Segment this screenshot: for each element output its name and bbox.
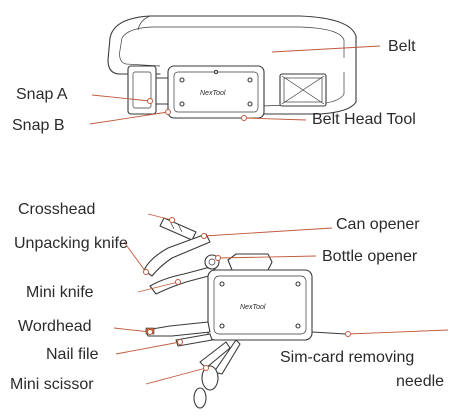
label-nail-file: Nail file bbox=[46, 346, 99, 363]
belt-brand-text: NexTool bbox=[200, 90, 226, 97]
label-unpacking-knife: Unpacking knife bbox=[14, 235, 128, 252]
label-sim-card-line2: needle bbox=[396, 373, 444, 390]
label-sim-card-line1: Sim-card removing bbox=[280, 349, 414, 366]
tool-illustration bbox=[143, 217, 347, 409]
label-crosshead: Crosshead bbox=[18, 201, 95, 218]
label-can-opener: Can opener bbox=[336, 216, 420, 233]
tool-leaders bbox=[113, 213, 449, 385]
label-belt-head-tool: Belt Head Tool bbox=[312, 111, 416, 128]
label-mini-knife: Mini knife bbox=[26, 284, 94, 301]
belt-leaders bbox=[89, 45, 381, 125]
tool-brand-text: NexTool bbox=[240, 304, 266, 311]
belt-illustration bbox=[107, 15, 357, 119]
label-wordhead: Wordhead bbox=[18, 318, 92, 335]
label-snap-a: Snap A bbox=[16, 86, 68, 103]
label-mini-scissor: Mini scissor bbox=[10, 376, 94, 393]
label-belt: Belt bbox=[388, 38, 416, 55]
label-bottle-opener: Bottle opener bbox=[322, 248, 418, 265]
label-snap-b: Snap B bbox=[12, 117, 64, 134]
